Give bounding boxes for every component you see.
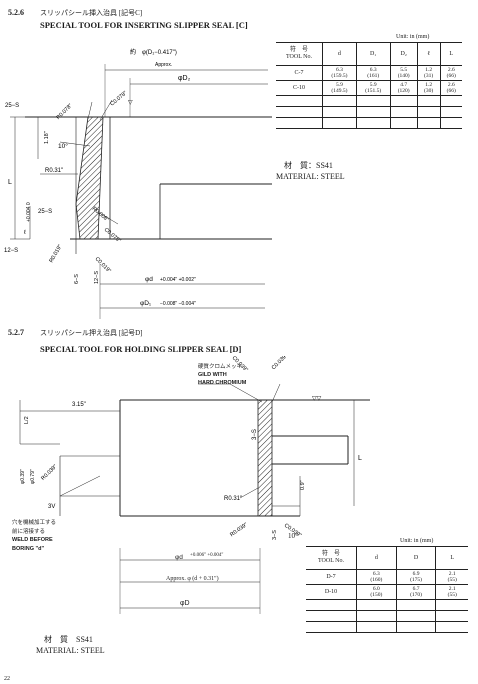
phid-label-2: φd <box>175 554 183 561</box>
col-d-1: d <box>322 43 357 66</box>
s25a-label: 25−S <box>5 103 19 109</box>
col-ell-1: ℓ <box>417 43 441 66</box>
s12b-label: 12−S <box>94 271 100 284</box>
c039b-label: C0.039" <box>271 356 289 371</box>
holding-tool-drawing: ▽▽ C0.039" C0.039" 3.15" L/2 3−S L φ0.39… <box>19 356 370 540</box>
inserting-tool-drawing: 約 φ(D₁−0.417") Approx. φD₂ ▽ R0.078" C0.… <box>4 48 272 319</box>
tool-en-1: TOOL No. <box>286 54 312 60</box>
col-d-2: d <box>356 547 397 570</box>
col-d2-1: D₂ <box>390 43 418 66</box>
s25b-label: 25−S <box>38 209 52 215</box>
phid1-label: φD₁ <box>140 300 152 307</box>
r078-label: R0.078" <box>56 103 74 121</box>
ten-deg-label-2: 10° <box>288 532 298 540</box>
table-row: D-7 6.3(160) 6.9(175) 2.1(55) <box>306 569 468 585</box>
dim118-label: 1.18" <box>44 131 50 144</box>
unit-label-2: Unit: in (mm) <box>400 538 434 544</box>
weld-jp-label-1: 穴を機械加工する <box>12 520 57 526</box>
phid-tol: +0.004" +0.002" <box>160 277 196 283</box>
r019-label: R0.019" <box>49 244 64 264</box>
s3a-label: 3−S <box>252 429 258 440</box>
r031-label: R0.31" <box>45 168 63 174</box>
weld-en-label-1: WELD BEFORE <box>12 537 53 543</box>
tool-jp-2: 符 号 <box>321 551 340 557</box>
col-D-2: D <box>396 547 437 570</box>
table-row: D-10 6.0(150) 6.7(170) 2.1(55) <box>306 584 468 600</box>
material-jp-1: 材 質：SS41 <box>284 161 333 170</box>
row-name: D-10 <box>306 584 357 600</box>
L-label-2: L <box>358 455 362 462</box>
c078-label: C0.078" <box>109 90 128 107</box>
chrome-jp-label: 硬質クロムメッキ <box>198 364 243 370</box>
dim09-label: 0.9" <box>300 480 306 490</box>
approx-label: Approx. <box>155 62 172 68</box>
dim315-label: 3.15" <box>72 402 86 408</box>
tool-en-2: TOOL No. <box>318 558 344 564</box>
weld-jp-label-2: 前に溶接する <box>12 529 46 535</box>
col-L-1: L <box>440 43 462 66</box>
r039b-label: R0.039" <box>229 522 249 538</box>
r031-label-2: R0.31" <box>224 496 242 502</box>
r039-label: R0.039" <box>40 464 58 482</box>
section-number-2: 5.2.7 <box>8 328 24 337</box>
d2-label: φD₂ <box>178 75 191 82</box>
s6-label: 6−S <box>74 274 80 284</box>
phi039-label: φ0.39" <box>20 469 26 484</box>
chrome-en-label-1: GILD WITH <box>198 372 227 378</box>
material-jp-2: 材 質 SS41 <box>44 635 93 644</box>
phid-label: φd <box>145 276 153 283</box>
d1-top-label: 約 φ(D₁−0.417") <box>130 48 177 56</box>
v-mark: ▽ <box>128 100 133 106</box>
page-number: 22 <box>4 676 10 682</box>
phi079-label: φ0.79" <box>30 469 36 484</box>
s12a-label: 12−S <box>4 248 18 254</box>
table-row: C-7 6.3(159.5) 6.3(161) 5.5(140) 1.2(31)… <box>276 65 462 81</box>
unit-label-1: Unit: in (mm) <box>396 34 430 40</box>
c078b-label: C0.078" <box>103 227 122 244</box>
ell-tol: +0.004 0 <box>26 202 32 222</box>
col-L-2: L <box>435 547 468 570</box>
material-en-1: MATERIAL: STEEL <box>276 172 345 181</box>
weld-en-label-2: BORING "d" <box>12 546 45 552</box>
holding-tool-dims <box>119 548 261 614</box>
v3-label: 3V <box>48 504 55 510</box>
approx-label-2: Approx. φ (d + 0.31") <box>166 576 219 582</box>
section-number-1: 5.2.6 <box>8 8 24 17</box>
phid1-tol: −0.008" −0.004" <box>160 301 196 307</box>
v-mark-2: ▽▽ <box>312 396 322 402</box>
ten-deg-label: 10° <box>58 142 68 150</box>
s3b-label: 3−S <box>272 530 278 540</box>
col-d1-1: D₁ <box>356 43 391 66</box>
row-name: C-10 <box>276 80 323 96</box>
section-title-2: SPECIAL TOOL FOR HOLDING SLIPPER SEAL [D… <box>40 344 242 354</box>
L-label: L <box>8 179 12 186</box>
ell-label: ℓ <box>24 229 26 236</box>
material-en-2: MATERIAL: STEEL <box>36 646 105 655</box>
phid-tol-2: +0.006" +0.004" <box>190 553 224 558</box>
chrome-en-label-2: HARD CHROMIUM <box>198 380 247 386</box>
section-title-1: SPECIAL TOOL FOR INSERTING SLIPPER SEAL … <box>40 20 248 30</box>
section-jp-title-2: スリッパシール押え治具 [記号D] <box>40 329 143 337</box>
phiD-label: φD <box>180 600 190 607</box>
tool-jp-1: 符 号 <box>289 47 308 53</box>
row-name: C-7 <box>276 65 323 81</box>
lhalf-label: L/2 <box>24 416 30 424</box>
table-row: C-10 5.9(149.5) 5.9(151.5) 4.7(120) 1.2(… <box>276 80 462 96</box>
row-name: D-7 <box>306 569 357 585</box>
section-jp-title-1: スリッパシール挿入治具 [記号C] <box>40 9 143 17</box>
